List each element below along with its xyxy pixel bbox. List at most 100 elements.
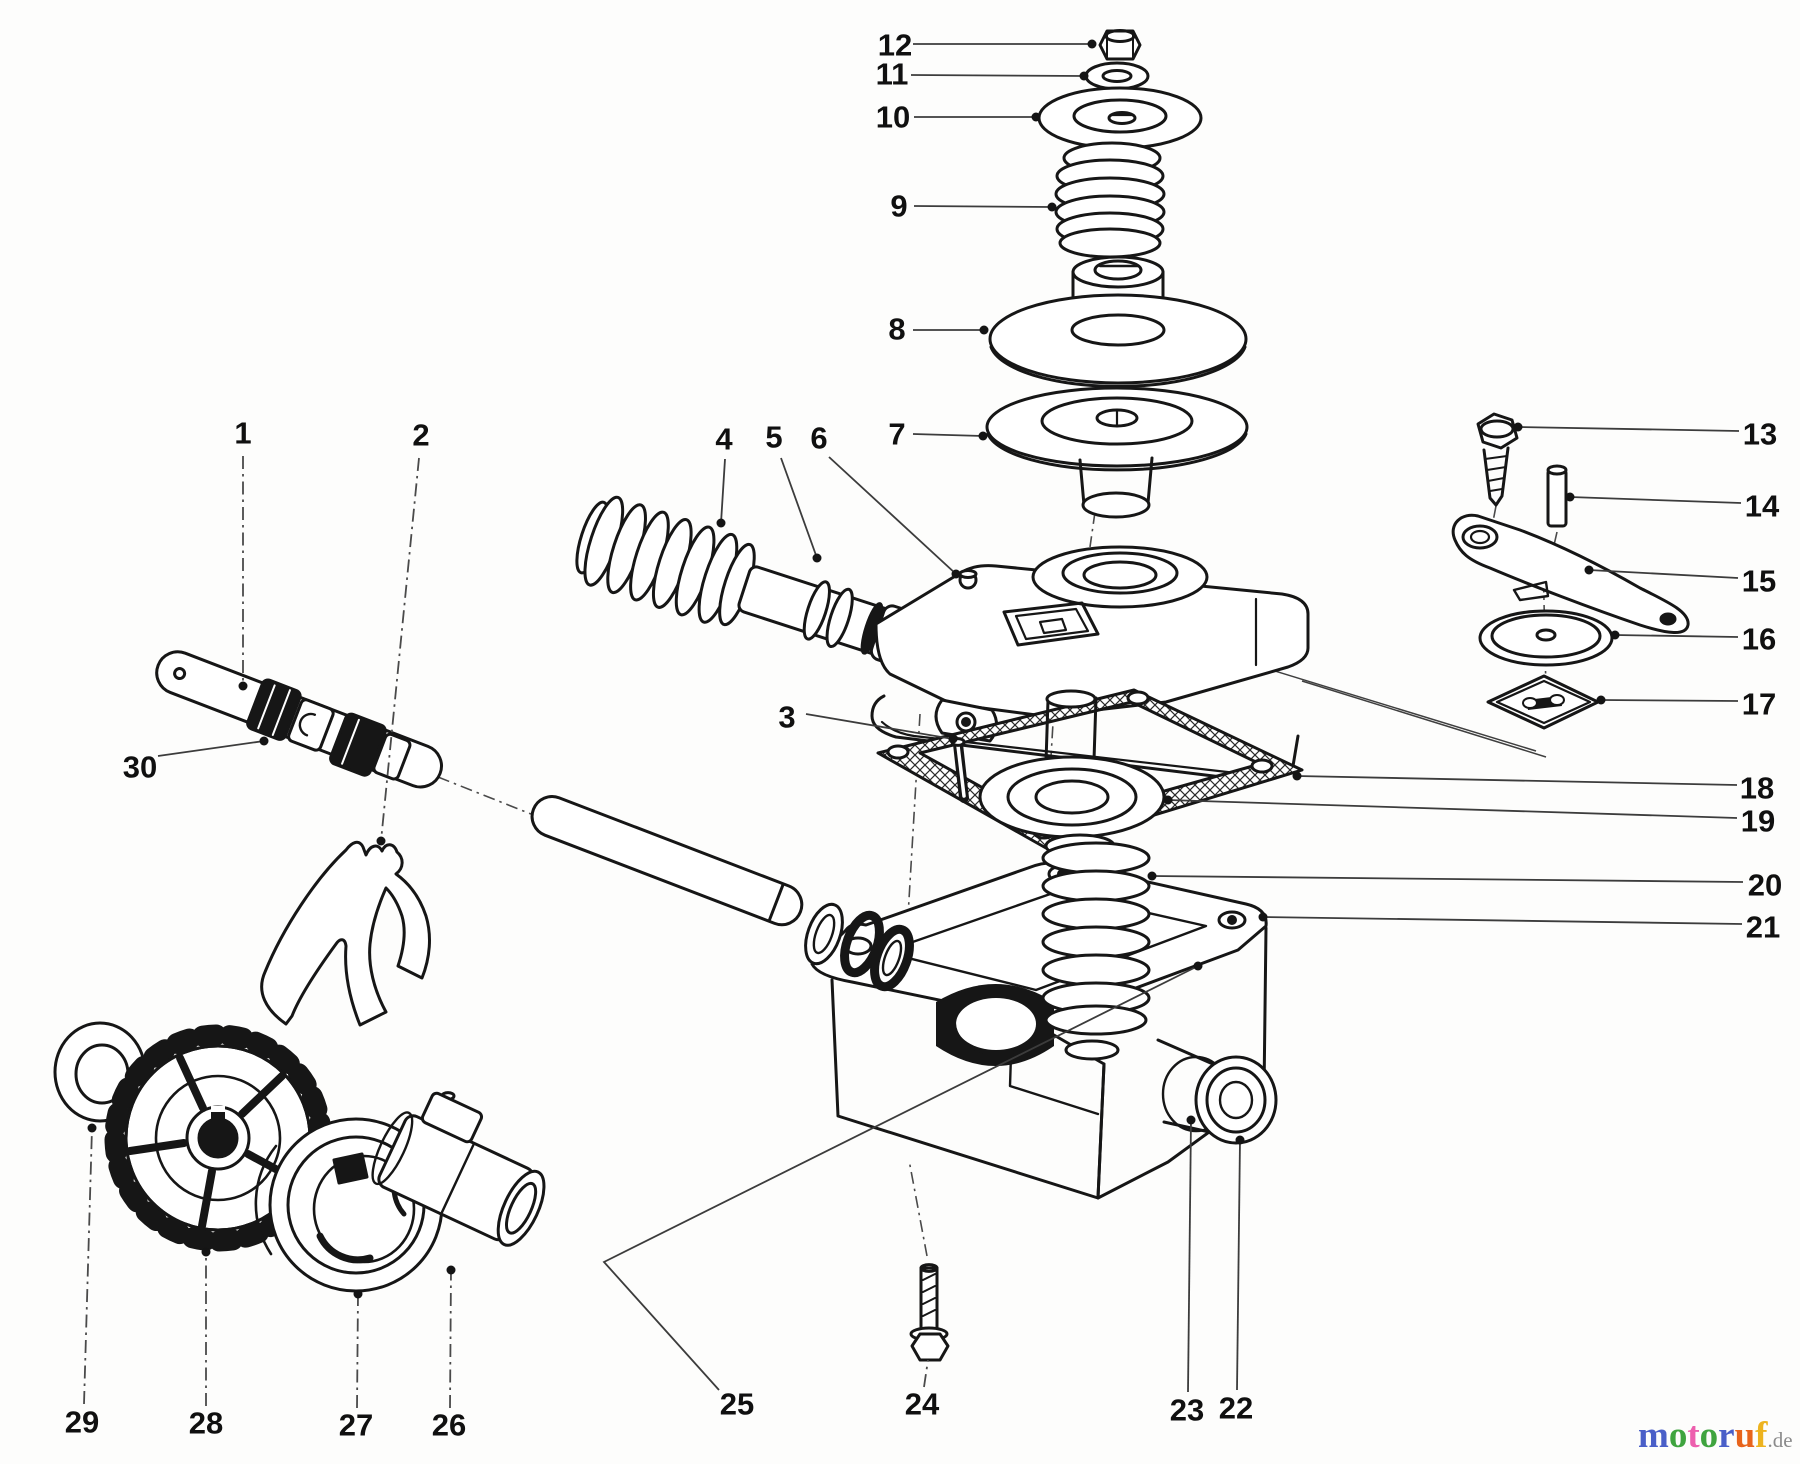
callout-10: 10 xyxy=(876,100,910,135)
drive-spring-part4 xyxy=(575,495,756,627)
callout-12: 12 xyxy=(878,28,912,63)
leader-dot-8 xyxy=(979,325,989,335)
cover-bearing-boss xyxy=(1031,545,1209,609)
watermark-letter: f xyxy=(1755,1415,1768,1456)
leader-line-11 xyxy=(910,74,1085,77)
leader-dot-1 xyxy=(238,681,248,691)
watermark-letter: o xyxy=(1668,1415,1688,1456)
leader-line-16 xyxy=(1614,634,1739,638)
shift-lever-part15 xyxy=(1451,513,1690,634)
leader-line-7 xyxy=(912,433,984,437)
leader-line-30 xyxy=(157,740,265,757)
watermark-wordmark: motoruf xyxy=(1638,1415,1768,1456)
bearing-part19 xyxy=(978,689,1166,839)
spacer-pin-part14 xyxy=(1546,464,1568,528)
leader-dot-30 xyxy=(259,736,269,746)
output-coupler-part26 xyxy=(371,1091,546,1247)
watermark-letter: o xyxy=(1699,1415,1719,1456)
leader-line-21 xyxy=(1262,916,1743,925)
callout-4: 4 xyxy=(715,422,733,457)
leader-line-6 xyxy=(828,456,957,575)
shaft-bushing-30a xyxy=(246,678,302,741)
callout-18: 18 xyxy=(1740,771,1774,806)
callout-15: 15 xyxy=(1742,564,1776,599)
output-tube xyxy=(1156,1038,1278,1145)
leader-line-23 xyxy=(1187,1119,1192,1393)
leader-line-13 xyxy=(1517,426,1740,432)
cup-washer-part10 xyxy=(1037,86,1203,150)
spring-part9 xyxy=(1054,141,1166,259)
callout-30: 30 xyxy=(123,750,157,785)
leader-dot-10 xyxy=(1031,112,1041,122)
leader-dot-15 xyxy=(1584,565,1594,575)
leader-dot-4 xyxy=(716,518,726,528)
watermark-letter: u xyxy=(1734,1415,1756,1456)
callout-28: 28 xyxy=(189,1406,223,1441)
pulley-half-part8 xyxy=(988,255,1248,388)
callout-11: 11 xyxy=(876,57,909,92)
leader-line-17 xyxy=(1600,699,1739,702)
callout-16: 16 xyxy=(1742,622,1776,657)
watermark: motoruf.de xyxy=(1638,1414,1798,1458)
leader-dot-7 xyxy=(978,431,988,441)
leader-line-18 xyxy=(1296,775,1738,786)
leader-line-4 xyxy=(720,458,726,524)
callout-17: 17 xyxy=(1742,687,1776,722)
leader-dot-27 xyxy=(353,1289,363,1299)
worm-gear-part20 xyxy=(1041,833,1151,1061)
locknut-part12 xyxy=(1098,29,1142,61)
callout-25: 25 xyxy=(720,1387,754,1422)
leader-line-15 xyxy=(1588,569,1739,579)
leader-dot-17 xyxy=(1596,695,1606,705)
leader-dot-11 xyxy=(1079,71,1089,81)
gear-case xyxy=(810,861,1278,1200)
callout-26: 26 xyxy=(432,1408,466,1443)
leader-line-3 xyxy=(805,713,954,740)
callout-2: 2 xyxy=(412,418,429,453)
callout-14: 14 xyxy=(1745,489,1780,524)
case-bolt-part24 xyxy=(909,1263,950,1362)
leader-dot-13 xyxy=(1513,422,1523,432)
washer-part11 xyxy=(1084,61,1150,91)
callout-21: 21 xyxy=(1746,910,1780,945)
leader-dot-23 xyxy=(1186,1115,1196,1125)
callout-3: 3 xyxy=(778,700,795,735)
callout-6: 6 xyxy=(810,421,827,456)
leader-dot-3 xyxy=(948,734,958,744)
leader-dot-28 xyxy=(201,1247,211,1257)
leader-dot-12 xyxy=(1087,39,1097,49)
cover-stud-part6 xyxy=(958,569,978,590)
callout-8: 8 xyxy=(888,312,905,347)
leader-dot-19 xyxy=(1163,795,1173,805)
leader-line-24 xyxy=(923,1359,929,1388)
pulley-half-part7 xyxy=(985,386,1249,519)
friction-disc-part16 xyxy=(1478,609,1614,667)
shoulder-screw-part13 xyxy=(1476,412,1519,507)
callout-23: 23 xyxy=(1170,1393,1204,1428)
leader-dot-29 xyxy=(87,1123,97,1133)
cover-opening xyxy=(1002,601,1100,647)
watermark-letter: m xyxy=(1638,1415,1669,1456)
callout-22: 22 xyxy=(1219,1391,1253,1426)
leader-line-19 xyxy=(1167,799,1738,819)
callout-7: 7 xyxy=(888,417,905,452)
square-nut-part17 xyxy=(1486,674,1600,730)
shaft-hole xyxy=(173,667,187,681)
leader-dot-14 xyxy=(1565,492,1575,502)
leader-line-5 xyxy=(780,457,818,559)
leader-dot-22 xyxy=(1235,1135,1245,1145)
leader-line-20 xyxy=(1151,875,1744,883)
leader-line-26 xyxy=(449,1269,452,1409)
leader-line-29 xyxy=(83,1127,93,1405)
case-flange xyxy=(810,861,1268,1021)
leader-line-22 xyxy=(1236,1139,1241,1391)
callout-5: 5 xyxy=(765,420,782,455)
leader-dot-26 xyxy=(446,1265,456,1275)
callout-9: 9 xyxy=(890,189,907,224)
leader-dot-5 xyxy=(812,553,822,563)
idler-shaft-part1 xyxy=(155,650,804,927)
leader-line-14 xyxy=(1569,496,1742,504)
callout-1: 1 xyxy=(234,416,251,451)
